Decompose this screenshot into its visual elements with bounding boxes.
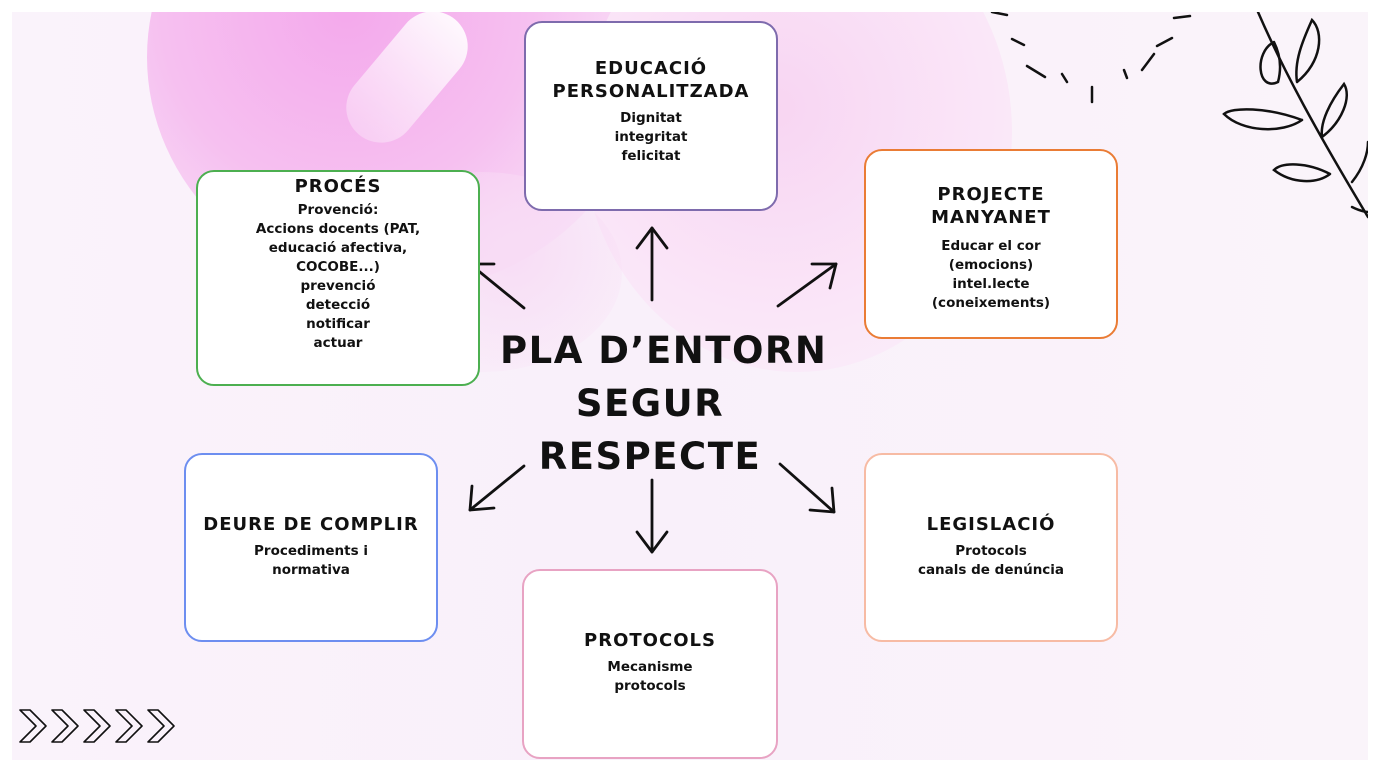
arrow-to-educacio: [635, 226, 669, 302]
arrow-to-projecte: [776, 262, 838, 308]
leaf-branch-icon: [1222, 12, 1368, 219]
central-title: PLA D’ENTORN SEGUR RESPECTE: [500, 324, 828, 483]
box-text: Provenció: Accions docents (PAT, educaci…: [255, 202, 421, 351]
central-title-line-1: PLA D’ENTORN: [500, 329, 828, 372]
sunburst-rays-icon: [990, 12, 1192, 104]
diagram-canvas: PLA D’ENTORN SEGUR RESPECTE EDUCACIÓ PER…: [12, 12, 1368, 760]
box-educacio-personalitzada: EDUCACIÓ PERSONALITZADA Dignitat integri…: [524, 21, 778, 211]
box-text: Dignitat integritat felicitat: [614, 110, 688, 164]
box-title: PERSONALITZADA: [552, 81, 750, 102]
box-legislacio: LEGISLACIÓ Protocols canals de denúncia: [864, 453, 1118, 642]
arrow-to-protocols: [635, 478, 669, 554]
box-title: PROTOCOLS: [584, 630, 716, 651]
box-title: LEGISLACIÓ: [926, 514, 1056, 535]
box-text: Mecanisme protocols: [607, 659, 693, 694]
arrow-to-deure: [468, 464, 526, 512]
decoration-layer: [19, 12, 1368, 743]
box-title: EDUCACIÓ: [594, 58, 708, 79]
box-deure-de-complir: DEURE DE COMPLIR Procediments i normativ…: [184, 453, 438, 642]
box-title: DEURE DE COMPLIR: [203, 514, 419, 535]
arrow-to-legislacio: [778, 462, 836, 514]
box-projecte-manyanet: PROJECTE MANYANET Educar el cor (emocion…: [864, 149, 1118, 339]
box-text: Educar el cor (emocions) intel.lecte (co…: [931, 238, 1051, 311]
box-text: Protocols canals de denúncia: [917, 543, 1065, 578]
box-title: MANYANET: [931, 207, 1051, 228]
central-title-line-3: RESPECTE: [538, 435, 762, 478]
box-title: PROJECTE: [937, 184, 1045, 205]
central-title-line-2: SEGUR: [575, 382, 725, 425]
box-proces: PROCÉS Provenció: Accions docents (PAT, …: [196, 170, 480, 386]
box-text: Procediments i normativa: [254, 543, 368, 578]
box-title: PROCÉS: [294, 176, 382, 197]
chevron-right-icon: [19, 709, 175, 743]
box-protocols: PROTOCOLS Mecanisme protocols: [522, 569, 778, 759]
